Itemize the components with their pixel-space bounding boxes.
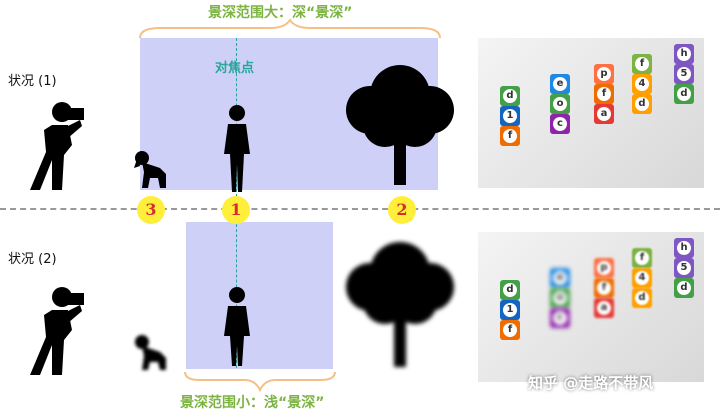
title-deep-dof: 景深范围大：深“景深” xyxy=(208,5,353,21)
bottom-bracket xyxy=(184,371,336,392)
dof-range-shallow xyxy=(186,222,333,369)
letter-block: f xyxy=(594,84,614,104)
letter-block: f xyxy=(500,126,520,146)
letter-block: 4 xyxy=(632,268,652,288)
letter-block: h xyxy=(674,238,694,258)
photographer-icon xyxy=(30,287,84,375)
letter-block: e xyxy=(550,268,570,288)
person-icon xyxy=(224,287,250,366)
letter-block: o xyxy=(550,288,570,308)
case-1-label: 状况 (1) xyxy=(8,74,57,89)
letter-block: d xyxy=(500,86,520,106)
badge-2: 2 xyxy=(388,196,416,224)
letter-block: p xyxy=(594,258,614,278)
letter-block: 4 xyxy=(632,74,652,94)
case-2-label: 状况 (2) xyxy=(8,252,57,267)
focus-point-label: 对焦点 xyxy=(215,61,255,76)
dog-icon xyxy=(135,335,166,370)
letter-block: d xyxy=(632,288,652,308)
letter-block: d xyxy=(500,280,520,300)
badge-3: 3 xyxy=(137,196,165,224)
letter-block: o xyxy=(550,94,570,114)
letter-block: p xyxy=(594,64,614,84)
title-shallow-dof: 景深范围小：浅“景深” xyxy=(180,395,325,411)
watermark: 知乎 @走路不带风 xyxy=(528,374,654,392)
badge-1: 1 xyxy=(222,196,250,224)
letter-block: f xyxy=(594,278,614,298)
tree-icon xyxy=(346,65,454,185)
letter-block: d xyxy=(632,94,652,114)
letter-block: d xyxy=(674,84,694,104)
dog-icon xyxy=(134,151,166,188)
person-icon xyxy=(224,105,250,192)
letter-block: 5 xyxy=(674,258,694,278)
photographer-icon xyxy=(30,102,84,190)
letter-block: c xyxy=(550,308,570,328)
section-divider xyxy=(0,208,720,210)
letter-block: 1 xyxy=(500,106,520,126)
letter-block: c xyxy=(550,114,570,134)
letter-block: f xyxy=(500,320,520,340)
letter-block: d xyxy=(674,278,694,298)
top-bracket xyxy=(139,18,441,39)
letter-block: a xyxy=(594,104,614,124)
letter-block: e xyxy=(550,74,570,94)
letter-block: h xyxy=(674,44,694,64)
letter-block: a xyxy=(594,298,614,318)
letter-block: 1 xyxy=(500,300,520,320)
letter-block: f xyxy=(632,248,652,268)
letter-block: f xyxy=(632,54,652,74)
tree-icon xyxy=(346,242,454,367)
letter-block: 5 xyxy=(674,64,694,84)
